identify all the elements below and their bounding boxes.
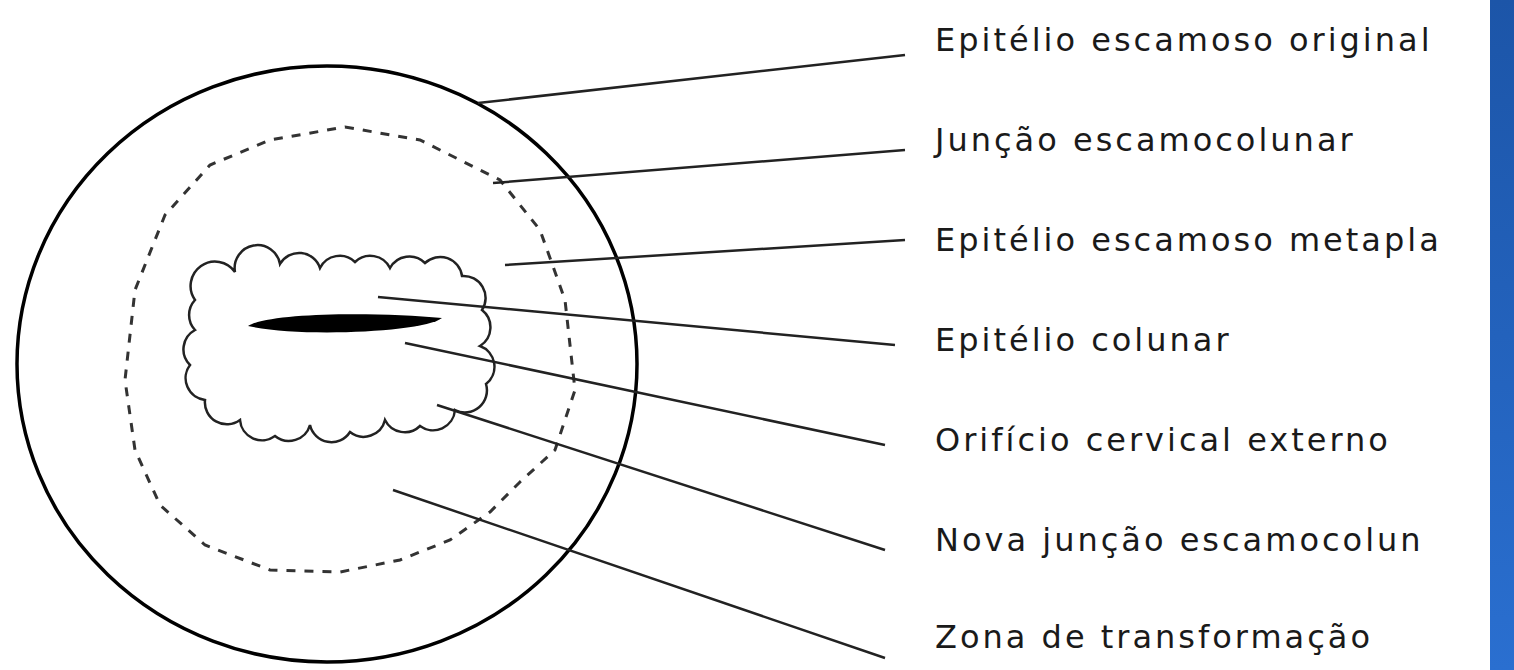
side-bar bbox=[1490, 0, 1514, 670]
part-label: Junção escamocolunar bbox=[935, 120, 1356, 160]
part-label: Orifício cervical externo bbox=[935, 420, 1391, 460]
leader-lines bbox=[378, 55, 905, 658]
part-label: Zona de transformação bbox=[935, 617, 1373, 657]
part-label: Nova junção escamocolun bbox=[935, 520, 1424, 560]
leader-line bbox=[393, 490, 885, 658]
part-label: Epitélio escamoso metapla bbox=[935, 220, 1442, 260]
part-label: Epitélio escamoso original bbox=[935, 20, 1433, 60]
leader-line bbox=[505, 240, 905, 265]
new-junction-outline bbox=[183, 245, 494, 442]
cervix-outline bbox=[17, 66, 637, 662]
leader-line bbox=[378, 297, 895, 345]
original-junction-line bbox=[125, 127, 575, 572]
leader-line bbox=[478, 55, 905, 103]
external-os bbox=[248, 314, 442, 332]
part-label: Epitélio colunar bbox=[935, 320, 1232, 360]
leader-line bbox=[493, 150, 905, 183]
leader-line bbox=[405, 343, 885, 445]
